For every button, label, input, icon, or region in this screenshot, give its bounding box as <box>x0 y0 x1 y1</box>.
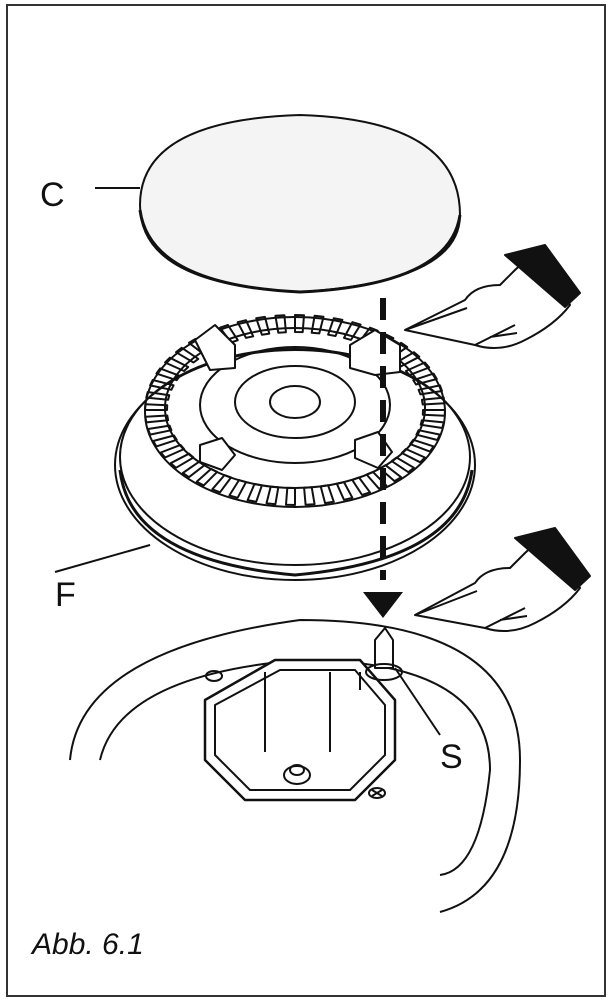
spreader-slot <box>155 367 181 382</box>
label-electrode: S <box>440 738 463 776</box>
spreader-slot <box>246 483 263 503</box>
spreader-slot <box>390 456 415 474</box>
spreader-slot <box>378 464 403 483</box>
spark-electrode <box>359 627 441 736</box>
burner-base <box>69 619 521 913</box>
spreader-slot <box>294 314 305 334</box>
spreader-slot <box>164 356 190 372</box>
spreader-slot <box>327 317 344 337</box>
spreader-slot <box>159 443 186 459</box>
leader-line-s <box>394 667 441 736</box>
spreader-slot <box>169 452 195 469</box>
spreader-slot <box>319 484 335 505</box>
figure-caption: Abb. 6.1 <box>32 928 144 961</box>
spreader-slot <box>145 391 171 401</box>
pointing-hand-icon <box>404 244 581 350</box>
spreader-slot <box>335 481 354 501</box>
spreader-slot <box>343 321 362 341</box>
spreader-slot <box>149 379 175 391</box>
spreader-slot <box>419 419 445 429</box>
spreader-slot <box>409 438 435 453</box>
burner-cap <box>95 114 462 294</box>
label-flame-spreader: F <box>55 576 76 614</box>
spreader-slot <box>351 476 371 496</box>
spreader-slot <box>152 434 178 448</box>
spreader-slot <box>211 474 232 494</box>
spreader-slot <box>415 429 441 441</box>
spreader-slot <box>144 403 169 411</box>
spreader-slot <box>412 372 438 386</box>
label-cap: C <box>40 176 65 214</box>
spreader-slot <box>400 448 426 464</box>
spreader-slot <box>175 346 200 364</box>
flame-spreader <box>54 314 476 581</box>
spreader-slot <box>303 486 316 506</box>
spreader-slot <box>417 384 443 396</box>
spreader-slot <box>255 315 271 336</box>
alignment-arrow <box>363 298 403 618</box>
spreader-slot <box>265 485 280 506</box>
spreader-slot <box>144 414 170 424</box>
spreader-slot <box>285 486 296 506</box>
pointing-hand-icon <box>414 527 591 633</box>
spreader-slot <box>420 396 446 406</box>
spreader-slot <box>421 409 446 417</box>
spreader-slot <box>195 467 219 487</box>
spreader-slot <box>404 361 431 377</box>
spreader-slot <box>228 479 247 499</box>
figure-frame <box>6 4 606 997</box>
spreader-slot <box>147 424 173 436</box>
leader-line-f <box>54 544 151 573</box>
spreader-slot <box>310 314 325 335</box>
spreader-slot <box>236 319 255 339</box>
arrow-down-icon <box>363 592 403 618</box>
spreader-slot <box>274 314 287 334</box>
